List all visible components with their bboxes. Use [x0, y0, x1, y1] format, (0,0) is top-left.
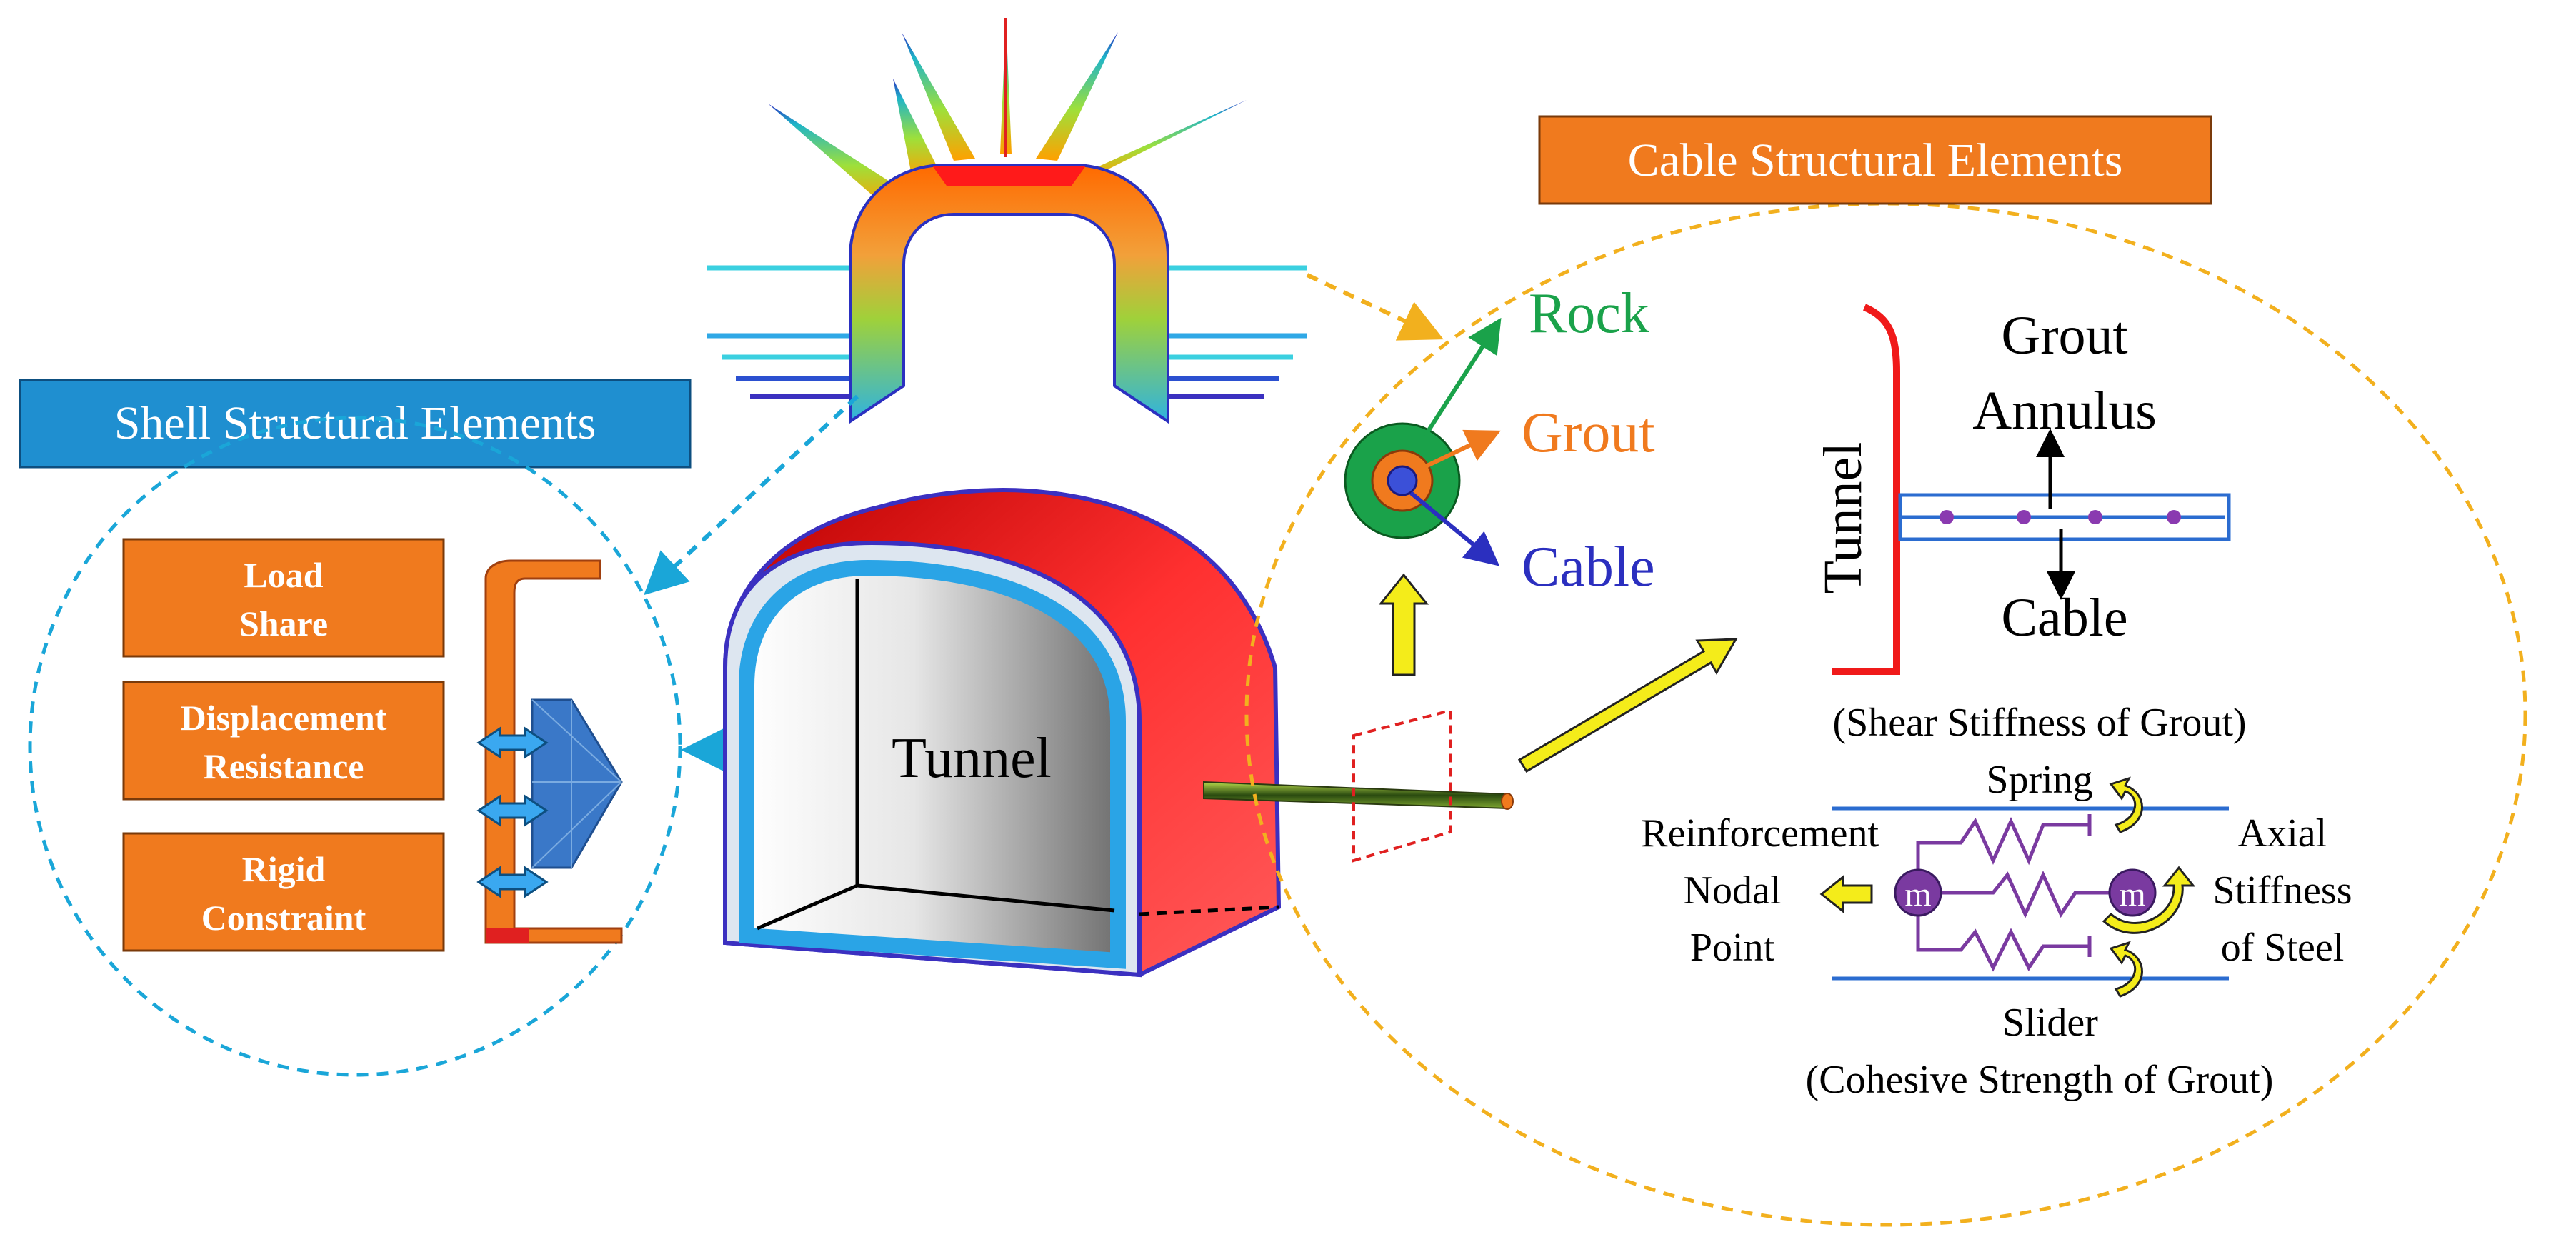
stiffness-label: Stiffness	[2213, 868, 2352, 913]
cable-mechanical-model: (Shear Stiffness of Grout) Spring m m	[1641, 701, 2352, 1102]
interior-edge-floor-back	[857, 883, 1115, 913]
spring-rotation-arrow	[2109, 776, 2143, 833]
tunnel-3d: Tunnel	[723, 488, 1514, 978]
mass-right-symbol: m	[2119, 876, 2145, 913]
node-point	[2017, 510, 2031, 524]
hidden-edge	[1139, 905, 1279, 916]
shell-box-load-share: Load Share	[122, 538, 445, 658]
shell-box-1-line2: Share	[239, 604, 328, 643]
shell-box-3-line2: Constraint	[201, 898, 366, 938]
yellow-arrow-diagonal	[1517, 638, 1738, 773]
shell-title-box	[19, 379, 692, 469]
rock-pointer	[1423, 317, 1502, 437]
cable-section: Cable Structural Elements Rock Grout Cab…	[1244, 115, 2527, 1227]
left-bolt-layers	[707, 265, 857, 399]
grout-line2-label: Annulus	[1972, 381, 2157, 441]
cohesive-strength-label: (Cohesive Strength of Grout)	[1806, 1058, 2274, 1102]
grout-pointer	[1417, 429, 1501, 472]
fem-lining-model	[707, 18, 1307, 424]
shell-box-displacement-resistance: Displacement Resistance	[122, 681, 445, 801]
cable-core	[1387, 465, 1418, 496]
section-cut-plane	[1352, 708, 1452, 863]
yellow-arrow-up	[1378, 573, 1429, 676]
fem-arch-crown	[932, 166, 1086, 186]
lower-spring	[1916, 911, 2090, 972]
node-point	[2167, 510, 2181, 524]
shell-section: Shell Structural Elements Load Share Dis…	[19, 379, 692, 1077]
right-bolt-layers	[1157, 265, 1307, 399]
shell-detail-circle	[28, 416, 682, 1077]
interior-edge-floor-left	[757, 883, 858, 931]
cable-bolt-bar	[1203, 781, 1514, 810]
node-point	[1940, 510, 1954, 524]
cable-pointer	[1409, 491, 1500, 566]
schematic-tunnel-label: Tunnel	[1813, 442, 1873, 594]
spring-label: Spring	[1986, 758, 2092, 802]
cable-title: Cable Structural Elements	[1628, 134, 2123, 186]
fem-to-shell-connector	[644, 394, 859, 596]
shear-stiffness-label: (Shear Stiffness of Grout)	[1832, 701, 2246, 745]
nodal-label: Nodal	[1684, 868, 1782, 913]
mass-left-symbol: m	[1904, 876, 1931, 913]
tunnel-cyan-lining	[739, 559, 1126, 969]
double-arrow-3	[476, 866, 549, 898]
cable-cross-section: Rock Grout Cable	[1344, 282, 1655, 599]
schematic-cable-label: Cable	[2001, 588, 2127, 648]
fem-to-cable-connector	[1306, 273, 1444, 341]
shell-element-illustration	[476, 559, 623, 944]
slider-label: Slider	[2002, 1001, 2098, 1045]
grout-line1-label: Grout	[2001, 306, 2127, 366]
shell-box-rigid-constraint: Rigid Constraint	[122, 832, 445, 952]
shell-box-3-line1: Rigid	[242, 849, 326, 889]
slider-rotation-arrow	[2109, 941, 2143, 998]
shell-box-2-line1: Displacement	[181, 698, 387, 738]
radial-spikes	[768, 18, 1247, 207]
node-point	[2088, 510, 2102, 524]
axial-rotation-arrow	[2102, 866, 2196, 934]
fem-arch-wall	[849, 164, 1169, 424]
grout-label: Grout	[1522, 401, 1655, 464]
shell-box-2-line2: Resistance	[204, 746, 364, 786]
double-arrow-2	[476, 794, 549, 827]
axial-label: Axial	[2238, 811, 2327, 856]
tunnel-wall-line	[1832, 304, 1900, 675]
shell-box-1-line1: Load	[244, 555, 323, 595]
cable-detail-circle	[1244, 201, 2527, 1227]
reinforcement-label: Reinforcement	[1641, 811, 1879, 856]
center-spring	[1940, 870, 2111, 919]
cable-title-box	[1538, 115, 2212, 205]
shell-title: Shell Structural Elements	[114, 397, 596, 449]
nodal-point-arrow	[1819, 874, 1873, 914]
double-arrow-1	[476, 726, 549, 759]
tunnel-label: Tunnel	[892, 727, 1052, 790]
yellow-arrows	[1378, 573, 1738, 773]
rock-label: Rock	[1529, 282, 1649, 345]
point-label: Point	[1690, 926, 1775, 970]
mass-left	[1894, 868, 1942, 917]
upper-spring	[1916, 816, 2090, 875]
cable-label: Cable	[1522, 536, 1655, 599]
of-steel-label: of Steel	[2221, 926, 2345, 970]
mass-right	[2108, 868, 2157, 917]
grout-annulus-schematic: Tunnel Grout Annulus Cable	[1813, 304, 2231, 675]
